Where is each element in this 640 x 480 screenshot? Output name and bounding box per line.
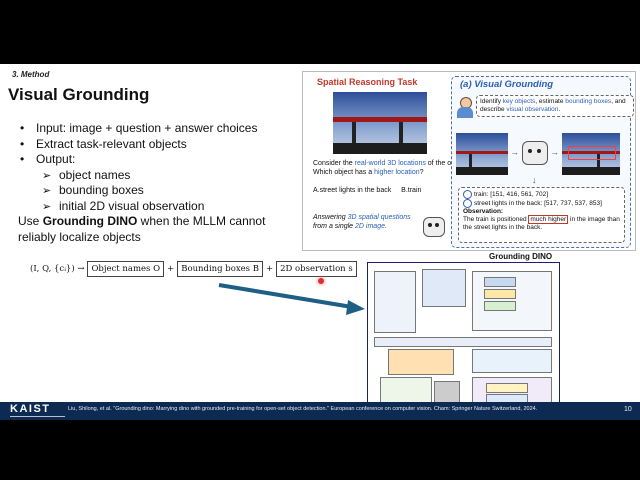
arrow-right-icon: →	[510, 147, 519, 157]
arrow-down-icon: ↓	[532, 175, 537, 185]
choice-b: B.train	[401, 187, 422, 194]
choice-a: A.street lights in the back	[313, 187, 392, 194]
pipeline-formula: (I, Q, {cᵢ}) → Object names O + Bounding…	[30, 260, 357, 278]
method-figure: Spatial Reasoning Task Consider the real…	[302, 71, 636, 251]
page-number: 10	[624, 406, 632, 413]
spatial-task-title: Spatial Reasoning Task	[317, 77, 418, 87]
sub-bullet-item: ➢bounding boxes	[20, 183, 257, 199]
visual-grounding-title: (a) Visual Grounding	[460, 79, 554, 90]
bullet-list: •Input: image + question + answer choice…	[20, 121, 257, 214]
detection-train: train: [151, 416, 561, 702]	[463, 190, 620, 199]
reference-citation: Liu, Shilong, et al. "Grounding dino: Ma…	[68, 406, 538, 412]
visual-grounding-panel: (a) Visual Grounding Identify key object…	[451, 76, 634, 248]
grounding-dino-note: Use Grounding DINO when the MLLM cannot …	[18, 214, 266, 244]
kaist-logo: KAIST	[10, 403, 51, 415]
observation-label: Observation:	[463, 208, 504, 216]
bullet-item: •Output:	[20, 152, 76, 166]
slide-title: Visual Grounding	[8, 85, 150, 104]
user-icon	[456, 97, 474, 119]
grounded-photo	[562, 133, 620, 175]
grounding-dino-title: Grounding DINO	[489, 252, 553, 261]
section-label: 3. Method	[12, 70, 50, 79]
robot-icon	[423, 217, 445, 237]
footer-bar	[0, 402, 640, 420]
bullet-item: •Input: image + question + answer choice…	[20, 121, 258, 135]
grounding-dino-architecture-figure	[367, 262, 560, 414]
robot-icon	[522, 141, 548, 165]
answer-choices: A.street lights in the back B.train	[313, 187, 473, 194]
formula-box-object-names: Object names O	[87, 261, 165, 277]
train-photo	[333, 92, 427, 154]
task-question: Consider the real-world 3D locations of …	[313, 160, 472, 176]
sub-bullet-item: ➢initial 2D visual observation	[20, 199, 257, 215]
observation-box: train: [151, 416, 561, 702] street light…	[458, 187, 625, 243]
slide: 3. Method Visual Grounding •Input: image…	[0, 64, 640, 420]
detection-street-lights: street lights in the back: [517, 737, 53…	[463, 199, 620, 209]
input-photo	[456, 133, 508, 175]
observation-text: The train is positioned much higher in t…	[463, 215, 620, 232]
instruction-bubble: Identify key objects, estimate bounding …	[476, 95, 634, 117]
laser-pointer-dot	[318, 278, 324, 284]
task-answer-note: Answering 3D spatial questions from a si…	[313, 214, 411, 230]
arrow-bullet-icon: ➢	[42, 200, 52, 213]
arrow-bullet-icon: ➢	[42, 169, 52, 182]
magnifier-icon	[463, 199, 472, 209]
arrow-right-icon: →	[550, 147, 559, 157]
sub-bullet-item: ➢object names	[20, 168, 257, 184]
bullet-item: •Extract task-relevant objects	[20, 136, 187, 151]
arrow-bullet-icon: ➢	[42, 185, 52, 197]
magnifier-icon	[463, 190, 472, 199]
formula-box-bounding-boxes: Bounding boxes B	[177, 261, 263, 277]
formula-box-2d-observation: 2D observation s	[276, 261, 357, 277]
